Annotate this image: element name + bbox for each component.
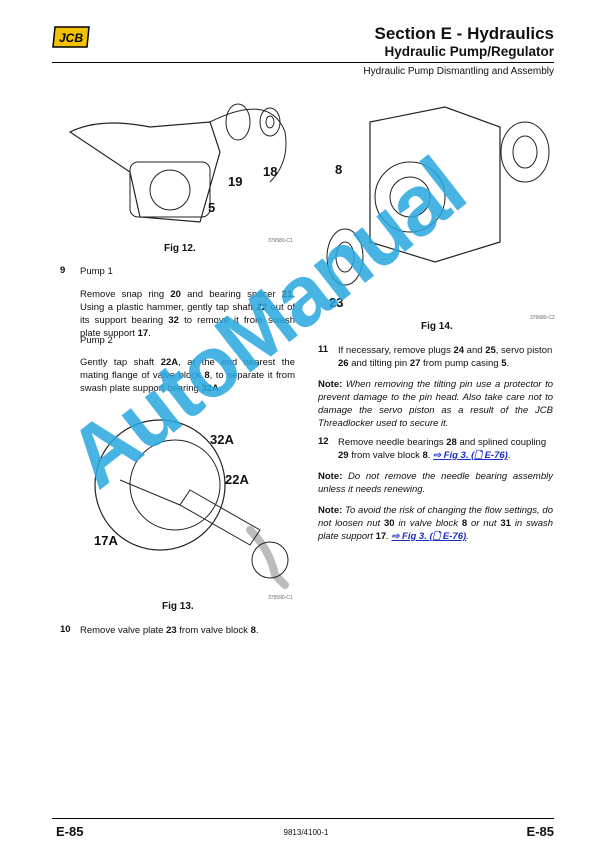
footer-page-left: E-85 bbox=[56, 824, 84, 839]
bold-ref: 32 bbox=[168, 315, 179, 326]
fig14-illustration: 8 23 bbox=[326, 106, 550, 310]
bold-ref: Note: bbox=[318, 471, 343, 482]
bold-ref: 31 bbox=[500, 518, 511, 529]
bold-ref: 22 bbox=[256, 302, 268, 313]
step-10-text: Remove valve plate 23 from valve block 8… bbox=[80, 625, 259, 636]
bold-ref: 20 bbox=[170, 289, 181, 300]
footer-page-right: E-85 bbox=[526, 824, 554, 839]
fig-cross-reference-link[interactable]: ⇨ Fig 3. (🗋 E-76) bbox=[433, 450, 508, 461]
callout-23: 23 bbox=[329, 295, 343, 310]
step-9-pump2-text: Gently tap shaft 22A, at the end nearest… bbox=[80, 357, 295, 394]
fig-cross-reference-link[interactable]: ⇨ Fig 3. (🗋 E-76) bbox=[391, 531, 467, 542]
step-10-number: 10 bbox=[60, 624, 71, 635]
bold-ref: 23 bbox=[166, 625, 177, 636]
bold-ref: 26 bbox=[338, 358, 349, 369]
subsection-title: Hydraulic Pump/Regulator bbox=[384, 44, 554, 59]
fig13-id: 379590-C1 bbox=[268, 595, 293, 601]
fig13-caption: Fig 13. bbox=[162, 601, 194, 612]
bold-ref: 5 bbox=[501, 358, 507, 369]
note-needle-bearing: Note: Do not remove the needle bearing a… bbox=[318, 471, 553, 495]
bold-ref: 24 bbox=[453, 345, 465, 356]
callout-32A: 32A bbox=[210, 432, 234, 447]
bold-ref: 8 bbox=[250, 625, 256, 636]
step-9-pump2-label: Pump 2 bbox=[80, 335, 113, 346]
bold-ref: Note: bbox=[318, 379, 343, 390]
bold-ref: 28 bbox=[446, 437, 457, 448]
fig12-id: 379580-C1 bbox=[268, 238, 293, 244]
callout-22A: 22A bbox=[225, 472, 249, 487]
callout-17A: 17A bbox=[94, 533, 118, 548]
fig12-caption: Fig 12. bbox=[164, 243, 196, 254]
jcb-logo: JCB bbox=[52, 26, 90, 48]
section-title: Section E - Hydraulics bbox=[374, 24, 555, 43]
svg-text:JCB: JCB bbox=[59, 31, 83, 45]
bold-ref: 29 bbox=[338, 450, 349, 461]
bold-ref: 17 bbox=[375, 531, 387, 542]
footer-divider bbox=[52, 818, 554, 819]
bold-ref: 22A bbox=[160, 357, 179, 368]
fig12-illustration: 19 18 5 bbox=[68, 103, 287, 223]
note-tilting-pin: Note: When removing the tilting pin use … bbox=[318, 379, 553, 429]
callout-19: 19 bbox=[228, 174, 242, 189]
header-divider bbox=[52, 62, 554, 63]
bold-ref: 21 bbox=[281, 289, 293, 300]
step-11-text: If necessary, remove plugs 24 and 25, se… bbox=[338, 345, 553, 369]
bold-ref: 8 bbox=[204, 370, 210, 381]
bold-ref: 8 bbox=[461, 518, 468, 529]
bold-ref: 25 bbox=[485, 345, 496, 356]
fig13-illustration: 32A 22A 17A bbox=[94, 419, 289, 589]
step-9-number: 9 bbox=[60, 265, 66, 276]
callout-18: 18 bbox=[263, 164, 277, 179]
topic-title: Hydraulic Pump Dismantling and Assembly bbox=[363, 66, 554, 77]
step-9-pump1-label: Pump 1 bbox=[80, 266, 113, 277]
fig14-id: 379689-C2 bbox=[530, 315, 555, 321]
bold-ref: Note: bbox=[318, 505, 343, 516]
callout-5: 5 bbox=[208, 200, 215, 215]
step-9-pump1-text: Remove snap ring 20 and bearing spacer 2… bbox=[80, 289, 296, 339]
note-flow-settings: Note: To avoid the risk of changing the … bbox=[318, 505, 554, 542]
bold-ref: 30 bbox=[384, 518, 395, 529]
bold-ref: 8 bbox=[422, 450, 428, 461]
step-11-number: 11 bbox=[318, 344, 329, 355]
bold-ref: 32A bbox=[201, 383, 219, 394]
bold-ref: 27 bbox=[409, 358, 421, 369]
step-12-number: 12 bbox=[318, 436, 329, 447]
footer-doc-number: 9813/4100-1 bbox=[283, 828, 329, 837]
fig14-caption: Fig 14. bbox=[421, 321, 453, 332]
callout-8: 8 bbox=[335, 162, 342, 177]
step-12-text: Remove needle bearings 28 and splined co… bbox=[338, 437, 547, 461]
bold-ref: 17 bbox=[137, 328, 149, 339]
